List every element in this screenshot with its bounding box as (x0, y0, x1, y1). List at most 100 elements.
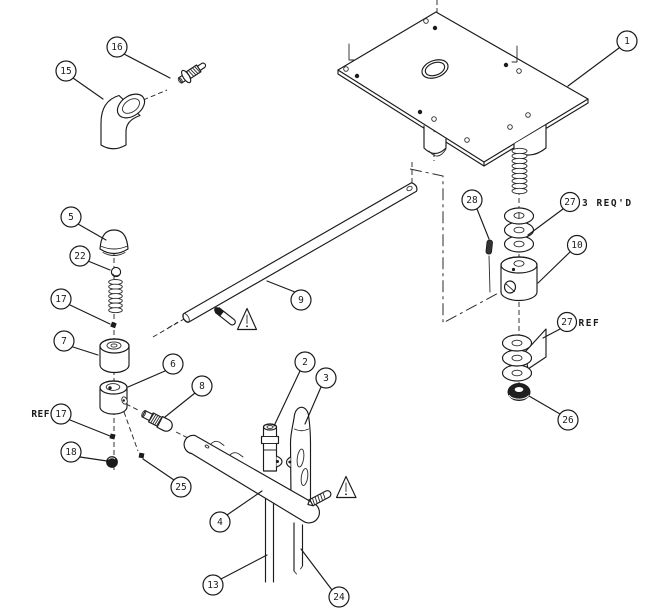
leader-8 (164, 392, 196, 418)
part-ball (110, 266, 122, 278)
leader-28 (476, 208, 490, 240)
callout-1: 1 (616, 30, 638, 52)
part-set-screw-ref-dot (109, 433, 116, 440)
svg-text:26: 26 (562, 415, 574, 426)
spring-stud (511, 147, 528, 195)
callout-27-qty: 27 3 REQ'D (559, 191, 633, 213)
leader-9 (266, 280, 296, 293)
svg-text:2: 2 (302, 357, 308, 368)
svg-text:1: 1 (624, 36, 630, 47)
leader-2 (273, 370, 301, 427)
callout-5: 5 (60, 206, 82, 228)
callout-22: 22 (69, 245, 91, 267)
callout-16: 16 (106, 36, 128, 58)
callout-3: 3 (315, 367, 337, 389)
part-set-screw-dot (110, 321, 117, 329)
plate-boss-left (423, 125, 447, 155)
callout-28: 28 (461, 189, 483, 211)
svg-text:13: 13 (207, 580, 218, 591)
leader-13 (220, 554, 268, 580)
svg-text:4: 4 (217, 517, 223, 528)
svg-text:5: 5 (68, 212, 74, 223)
part-lever-right (285, 406, 312, 501)
ref-note-right: REF (579, 318, 601, 329)
leader-25 (142, 458, 175, 481)
leader-6 (127, 370, 166, 388)
warning-triangle-icon (236, 307, 258, 331)
callout-8: 8 (191, 375, 213, 397)
part-rod (182, 182, 418, 323)
part-bushing-lower (99, 380, 128, 415)
callout-18: 18 (60, 441, 82, 463)
svg-text:22: 22 (74, 251, 85, 262)
leader-18 (79, 456, 108, 462)
phantom-outline (409, 168, 503, 324)
part-bushing-upper (99, 338, 130, 374)
part-spring-pin (214, 307, 236, 326)
part-washer-stack-upper (503, 207, 535, 253)
svg-text:27: 27 (561, 317, 572, 328)
svg-text:15: 15 (60, 66, 71, 77)
callout-17: 17 (50, 288, 72, 310)
svg-text:24: 24 (333, 592, 345, 603)
part-lever-left (260, 423, 283, 472)
ref-note-left: REF (31, 409, 50, 420)
warning-triangle-icon-2 (335, 475, 357, 499)
part-lock-nut (507, 383, 531, 401)
leader-22 (87, 260, 111, 271)
svg-text:10: 10 (571, 240, 583, 251)
plate-holes-open (343, 18, 531, 143)
callout-13: 13 (202, 574, 224, 596)
tick-mark-right (511, 45, 518, 63)
leader-26 (528, 395, 561, 415)
callout-25: 25 (170, 476, 192, 498)
part-screw (307, 490, 332, 507)
leader-27b (542, 328, 561, 339)
leader-15 (72, 77, 104, 100)
part-grease-fitting (177, 62, 207, 84)
plate-holes-filled (354, 25, 509, 115)
part-screw-dot (138, 452, 145, 459)
tick-mark-left (348, 43, 355, 61)
callout-26: 26 (557, 409, 579, 431)
part-handle-bar (183, 434, 320, 524)
leader-16 (123, 53, 171, 79)
part-mounting-plate (337, 11, 589, 195)
part-collar (500, 256, 538, 302)
svg-text:16: 16 (111, 42, 123, 53)
callout-7: 7 (53, 330, 75, 352)
svg-text:17: 17 (55, 294, 66, 305)
callout-24: 24 (328, 586, 350, 608)
part-tube-left (264, 498, 275, 583)
svg-text:18: 18 (65, 447, 77, 458)
part-washer-stack-lower (501, 334, 533, 382)
leader-17b (69, 419, 111, 437)
callout-15: 15 (55, 60, 77, 82)
qty-note: 3 REQ'D (582, 198, 633, 209)
leader-1 (567, 47, 620, 87)
leader-17 (69, 304, 111, 325)
callout-27-ref: 27 REF (556, 311, 601, 333)
callout-4: 4 (209, 511, 231, 533)
svg-text:7: 7 (61, 336, 67, 347)
callout-6: 6 (162, 353, 184, 375)
leader-24 (300, 548, 333, 591)
svg-text:28: 28 (466, 195, 478, 206)
part-spring-left (108, 279, 123, 314)
part-tube-right (293, 522, 304, 575)
part-plug (141, 410, 173, 432)
svg-text:6: 6 (170, 359, 176, 370)
part-cap (99, 229, 129, 256)
svg-text:25: 25 (175, 482, 186, 493)
svg-text:3: 3 (323, 373, 329, 384)
callout-17-ref: REF 17 (31, 403, 72, 425)
part-roll-pin (485, 239, 493, 293)
leader-27a (527, 208, 564, 236)
part-elbow (100, 93, 146, 150)
leader-5 (77, 223, 107, 241)
callout-9: 9 (290, 289, 312, 311)
leader-3 (304, 386, 322, 425)
leader-4 (226, 490, 263, 516)
svg-text:17: 17 (55, 409, 66, 420)
